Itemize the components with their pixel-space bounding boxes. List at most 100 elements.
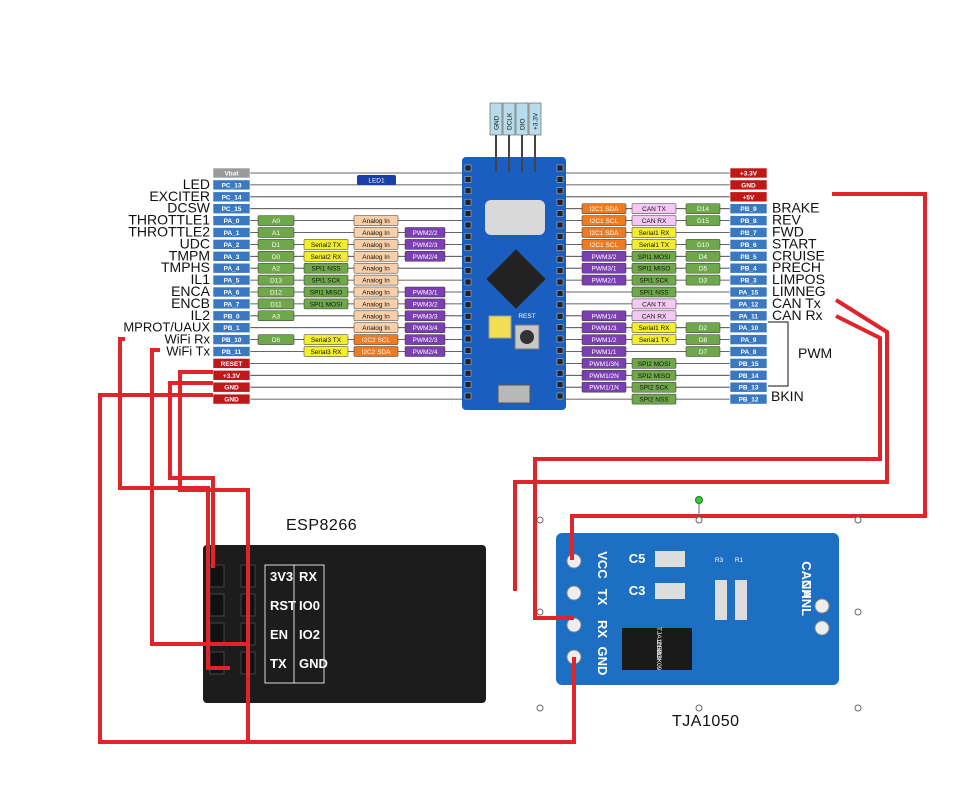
right-pin-label: PB_6 xyxy=(740,242,757,249)
pwm-bracket xyxy=(768,321,789,387)
serial-box xyxy=(303,346,349,357)
board-pin xyxy=(556,358,564,366)
tja1050-module: TJA1050VCCTXRXGNDCANHCANLTJA105021918ZGK… xyxy=(556,533,839,730)
serial-box xyxy=(631,239,677,250)
right-pin-pb-8 xyxy=(729,215,768,226)
i2c-box xyxy=(353,346,399,357)
arduino-pin-box xyxy=(685,239,721,250)
right-pin-pa-12 xyxy=(729,298,768,310)
arduino-pin-box xyxy=(685,274,721,286)
analog-box-label: Analog In xyxy=(362,242,390,249)
arduino-pin-box xyxy=(257,274,295,286)
left-pin-pb-10 xyxy=(212,334,251,345)
signal-prech: PRECH xyxy=(772,259,821,275)
board-pin xyxy=(464,210,472,217)
right-pin-label: PB_14 xyxy=(739,373,759,380)
tja-pin-rx: RX xyxy=(595,620,610,638)
serial-box xyxy=(303,239,349,250)
left-pin-label: PA_3 xyxy=(224,254,240,261)
tja-pin-canh: CANH xyxy=(799,561,814,599)
spi-box xyxy=(303,262,349,274)
spi-box xyxy=(631,381,677,393)
analog-box-label: Analog In xyxy=(362,301,390,308)
board-pin xyxy=(556,198,564,206)
left-pin-pa-6 xyxy=(212,286,251,298)
board-pin xyxy=(464,255,472,263)
resize-handle xyxy=(854,608,862,616)
analog-box xyxy=(353,227,399,238)
bkin-label: BKIN xyxy=(771,388,804,404)
resize-handle xyxy=(695,516,703,524)
right-pin-label: PB_4 xyxy=(740,266,757,273)
board-pin xyxy=(556,176,564,183)
right-pin-5v xyxy=(729,191,768,203)
right-pin-label: PB_13 xyxy=(739,385,759,392)
pwm-box xyxy=(404,310,446,322)
board-pin xyxy=(464,392,472,400)
i2c-box-label: I2C1 SDA xyxy=(590,230,620,237)
stlink-label: GND xyxy=(494,115,501,130)
pwm-box-label: PWM1/2 xyxy=(592,337,617,344)
arduino-pin-box-label: D15 xyxy=(697,218,709,225)
i2c-box xyxy=(581,203,627,214)
left-pin-reset xyxy=(212,358,251,369)
esp-pin-io0: IO0 xyxy=(299,598,320,613)
signal-dcsw: DCSW xyxy=(167,200,211,216)
esp8266-board xyxy=(203,545,486,703)
board-pin xyxy=(464,233,472,240)
resize-handle xyxy=(854,516,862,524)
left-pin-pc-13 xyxy=(212,179,251,191)
board-pin xyxy=(464,198,472,206)
spi-box-label: SPI1 NSS xyxy=(311,266,341,273)
spi-box-label: SPI1 MISO xyxy=(638,266,671,273)
left-pin-label: PA_4 xyxy=(224,266,240,273)
right-pin-pa-8 xyxy=(729,346,768,357)
pwm-box xyxy=(581,322,627,333)
pwm-box-label: PWM1/1N xyxy=(589,385,619,392)
left-pin-pa-0 xyxy=(212,215,251,226)
board-pin xyxy=(464,267,472,274)
signal-mprot-uaux: MPROT/UAUX xyxy=(123,320,210,335)
i2c-box xyxy=(581,239,627,250)
stlink-label: +3.3V xyxy=(533,112,540,130)
pwm-box-label: PWM2/3 xyxy=(413,337,438,344)
i2c-box-label: I2C1 SDA xyxy=(590,206,620,213)
left-pin-label: PB_0 xyxy=(223,313,240,320)
right-pin-pb-14 xyxy=(729,369,768,381)
can-box-label: CAN RX xyxy=(642,218,667,225)
boot-jumper xyxy=(488,315,512,339)
pwm-box-label: PWM1/3N xyxy=(589,361,619,368)
serial-box xyxy=(631,227,677,238)
pwm-box-label: PWM2/4 xyxy=(413,349,438,356)
serial-box-label: Serial1 TX xyxy=(639,337,670,344)
can-box xyxy=(631,215,677,226)
reset-button-cap xyxy=(520,330,534,344)
right-pin-pa-9 xyxy=(729,334,768,345)
signal-encb: ENCB xyxy=(171,295,210,311)
arduino-pin-box-label: D11 xyxy=(270,301,282,308)
can-box-label: CAN RX xyxy=(642,313,667,320)
esp-pin-gnd: GND xyxy=(299,656,328,671)
left-pin-vbat xyxy=(212,167,251,179)
left-pin-label: PB_11 xyxy=(222,349,242,356)
left-pin-label: PA_7 xyxy=(224,301,240,308)
right-pin-label: PB_12 xyxy=(739,397,759,404)
signal-can-rx: CAN Rx xyxy=(772,307,823,323)
rotate-handle xyxy=(695,496,703,504)
red-wire xyxy=(98,393,576,744)
esp-pin-rst: RST xyxy=(270,598,296,613)
analog-box-label: Analog In xyxy=(362,254,390,261)
left-pin-pa-3 xyxy=(212,251,251,262)
board-pin xyxy=(556,392,564,400)
resize-handle xyxy=(695,704,703,712)
board-pin xyxy=(464,312,472,320)
pwm-box xyxy=(404,286,446,298)
board-pin xyxy=(556,290,564,297)
right-pin-label: PB_8 xyxy=(740,218,757,225)
board-pin xyxy=(556,369,564,377)
reset-label: REST xyxy=(518,313,535,320)
signal-exciter: EXCITER xyxy=(149,188,210,204)
left-pin-label: PA_6 xyxy=(224,290,240,297)
pwm-box xyxy=(581,358,627,369)
right-pin-pb-3 xyxy=(729,274,768,286)
